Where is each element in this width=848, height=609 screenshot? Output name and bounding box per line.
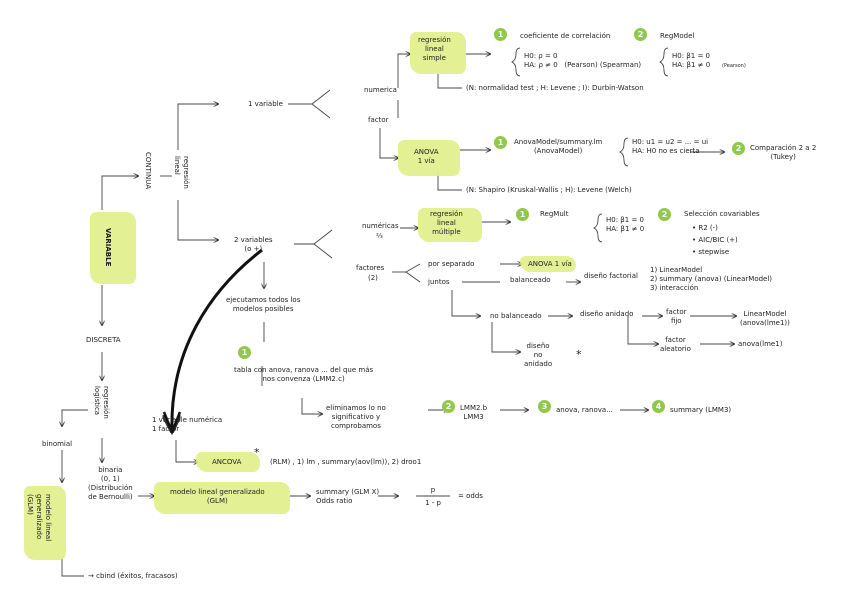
factorial-steps: 1) LinearModel 2) summary (anova) (Linea… [650, 266, 773, 292]
step-badge: 2 [732, 142, 745, 155]
glm-vertical-label: modelo lineal generalizado (GLM) [26, 494, 52, 542]
binomial-label: binomial [42, 440, 73, 448]
diseno-no-anidado-label: diseño no anidado [524, 342, 553, 368]
continua-label: CONTINUA [144, 152, 152, 190]
sel-item: • stepwise [692, 248, 730, 256]
step-badge: 2 [442, 400, 455, 413]
regresion-lineal-label: regresión lineal [173, 156, 190, 189]
supuestos-anova: (N: Shapiro (Kruskal-Wallis ; H): Levene… [466, 186, 632, 194]
seleccion-label: Selección covariables [684, 210, 760, 218]
asterisk: * [576, 348, 582, 361]
asterisk: * [254, 446, 260, 459]
h-corr-label: H0: ρ = 0 HA: ρ ≠ 0 (Pearson) (Spearman) [524, 52, 642, 69]
reg-extra-label: (Pearson) [722, 63, 746, 69]
anova1-label: ANOVA 1 vía [414, 148, 439, 165]
highlight-anova [398, 140, 460, 176]
step-badge-4: 4 [652, 400, 665, 413]
una-variable-label: 1 variable [248, 100, 283, 108]
highlight-anova1b [520, 256, 576, 272]
sel-item: • AIC/BIC (+) [692, 236, 738, 244]
odds-label: = odds [458, 492, 483, 500]
step-badge: 1 [238, 346, 251, 359]
juntos-label: juntos [428, 278, 450, 286]
h-beta-label: H0: β1 = 0 HA: β1 ≠ 0 [672, 52, 711, 69]
lmm2-label: LMM2.b LMM3 [460, 404, 488, 421]
h-anova-label: H0: u1 = u2 = ... = ui HA: H0 no es cier… [632, 138, 709, 155]
tabla-label: tabla con anova, ranova ... del que más … [234, 366, 374, 383]
linearmodel-label: LinearModel (anova(lme1)) [740, 310, 790, 327]
step-badge: 1 [494, 136, 507, 149]
cbind-label: → cbind (éxitos, fracasos) [88, 572, 178, 580]
ancova-label: ANCOVA [212, 458, 242, 466]
regresion-logistica-label: regresión logística [93, 386, 110, 419]
step-badge: 1 [516, 208, 529, 221]
numericas-label: numéricas [362, 222, 399, 230]
factor-fijo-label: factor fijo [666, 308, 687, 325]
factor-label: factor [368, 116, 389, 124]
una-num-factor-label: 1 variable numérica 1 factor [152, 416, 223, 433]
regmodel-label: RegModel [660, 32, 695, 40]
regmult-label: RegMult [540, 210, 569, 218]
sel-item: • R2 (-) [692, 224, 718, 232]
step-badge: 2 [634, 28, 647, 41]
summary-glm-label: summary (GLM X) Odds ratio [316, 488, 380, 505]
step-badge: 2 [658, 208, 671, 221]
step-badge: 1 [494, 28, 507, 41]
anova-lme-label: anova(lme1) [738, 340, 783, 348]
fraction-denominator: 1 - p [425, 499, 441, 507]
comparacion-label: Comparación 2 a 2 (Tukey) [750, 144, 817, 161]
dos-variables-label: 2 variables (o +) [234, 236, 273, 253]
anova-ranova-label: anova, ranova... [556, 406, 613, 414]
highlight-rls [410, 32, 466, 74]
summary-lmm-label: summary (LMM3) [670, 406, 732, 414]
glm-label: modelo lineal generalizado (GLM) [170, 488, 265, 505]
highlight-glm [154, 482, 290, 514]
h-mult-label: H0: β1 = 0 HA: β1 ≠ 0 [606, 216, 645, 233]
anova1b-label: ANOVA 1 vía [528, 260, 572, 268]
anovamodel-label: AnovaModel/summary.lm (AnovaModel) [514, 138, 603, 155]
fraction-numerator: p [430, 486, 436, 494]
highlight-ancova [196, 452, 260, 472]
eliminamos-label: eliminamos lo no significativo y comprob… [326, 404, 386, 430]
coef-corr-label: coeficiente de correlación [520, 32, 611, 40]
no-balanceado-label: no balanceado [490, 312, 542, 320]
factor-aleatorio-label: factor aleatorio [660, 336, 691, 353]
numerica-label: numerica [364, 86, 397, 94]
ejecutamos-label: ejecutamos todos los modelos posibles [226, 296, 301, 313]
ancova-note: (RLM) , 1) lm , summary(aov(lm)), 2) dro… [270, 458, 422, 466]
highlight-variable [90, 212, 136, 284]
diseno-anidado-label: diseño anidado [580, 310, 634, 318]
rlm-label: regresión lineal múltiple [430, 210, 463, 236]
supuestos-rls: (N: normalidad test ; H: Levene ; I): Du… [466, 84, 644, 92]
balanceado-label: balanceado [510, 276, 551, 284]
factores-sub: (2) [368, 274, 378, 282]
variable-label: VARIABLE [104, 228, 112, 267]
binaria-label: binaria (0, 1) (Distribución de Bernoull… [88, 466, 133, 501]
rls-label: regresión lineal simple [418, 36, 451, 62]
factores-label: factores [356, 264, 385, 272]
por-separado-label: por separado [428, 260, 475, 268]
discreta-label: DISCRETA [86, 336, 121, 344]
highlight-glm-vertical [24, 486, 66, 560]
highlight-rlm [418, 208, 482, 242]
numericas-sub: ⅔ [376, 232, 383, 240]
diseno-factorial-label: diseño factorial [584, 272, 638, 280]
step-badge-3: 3 [538, 400, 551, 413]
